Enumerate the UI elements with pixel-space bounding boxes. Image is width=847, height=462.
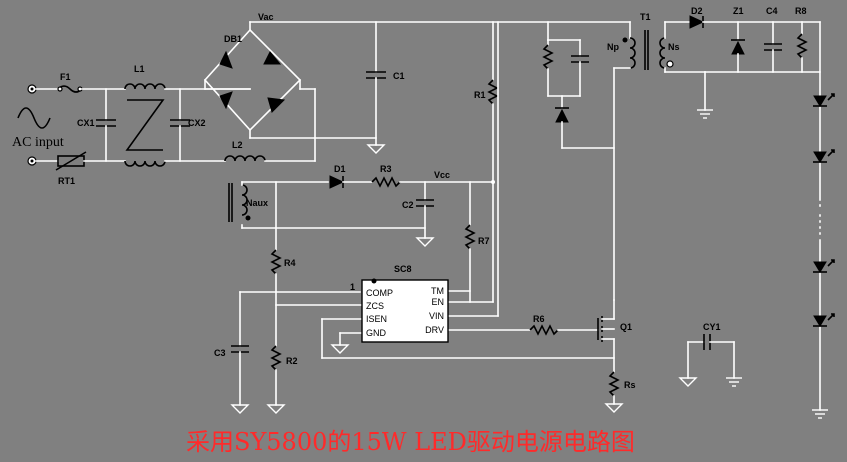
label-c1: C1 <box>393 71 405 81</box>
diode-d2 <box>689 15 705 29</box>
ic-pin-comp: COMP <box>366 288 393 298</box>
mosfet-q1 <box>597 299 624 413</box>
capacitor-c1 <box>366 21 386 154</box>
label-d2: D2 <box>691 6 703 16</box>
label-r8: R8 <box>795 6 807 16</box>
resistor-rs <box>608 371 620 397</box>
label-r2: R2 <box>286 356 298 366</box>
label-l2: L2 <box>232 140 243 150</box>
transformer-t1 <box>613 21 706 301</box>
zener-z1 <box>731 40 745 55</box>
label-sc8: SC8 <box>394 264 412 274</box>
diagram-caption: 采用SY5800的15W LED驱动电源电路图 <box>186 428 635 456</box>
ic-pin-vin: VIN <box>429 311 444 321</box>
label-r7: R7 <box>478 236 490 246</box>
aux-supply <box>228 21 615 414</box>
label-l1: L1 <box>134 64 145 74</box>
label-d1: D1 <box>334 164 346 174</box>
bridge-rectifier-db1 <box>203 21 631 139</box>
label-cx1: CX1 <box>77 118 95 128</box>
label-z1: Z1 <box>733 6 744 16</box>
label-rt1: RT1 <box>58 176 75 186</box>
label-c2: C2 <box>402 200 414 210</box>
snubber-network <box>542 21 615 149</box>
label-r3: R3 <box>380 164 392 174</box>
output-section <box>689 15 835 419</box>
ac-input-section <box>17 83 316 171</box>
ic-pin-gnd: GND <box>366 328 387 338</box>
label-c4: C4 <box>766 6 778 16</box>
led-string <box>813 93 835 327</box>
label-ac-input: AC input <box>12 135 64 150</box>
resistor-r6 <box>529 324 559 336</box>
label-ns: Ns <box>668 42 680 52</box>
inductor-l2 <box>224 155 266 162</box>
ground-symbol <box>366 144 386 154</box>
ic-pin-tm: TM <box>431 286 444 296</box>
label-r6: R6 <box>533 314 545 324</box>
ic-pin-zcs: ZCS <box>366 301 384 311</box>
label-f1: F1 <box>60 72 71 82</box>
label-db1: DB1 <box>224 34 242 44</box>
label-r1: R1 <box>474 90 486 100</box>
label-c3: C3 <box>214 348 226 358</box>
inductor-l1-bottom <box>124 160 166 167</box>
resistor-r3 <box>371 176 401 188</box>
label-pin1: 1 <box>350 282 355 292</box>
label-rs: Rs <box>624 380 636 390</box>
label-t1: T1 <box>640 12 651 22</box>
ic-sc8 <box>361 278 449 343</box>
ic-pin-en: EN <box>431 297 444 307</box>
inductor-l1-top <box>124 83 166 90</box>
label-cx2: CX2 <box>188 118 206 128</box>
inductor-l1-core <box>125 99 165 151</box>
diode-d1 <box>329 175 345 189</box>
ac-sine-icon <box>17 107 51 129</box>
label-cy1: CY1 <box>703 322 721 332</box>
resistor-r1 <box>487 21 499 303</box>
ic-pin-drv: DRV <box>425 325 444 335</box>
label-vac: Vac <box>258 12 274 22</box>
label-vcc: Vcc <box>434 170 450 180</box>
label-r4: R4 <box>284 258 296 268</box>
label-np: Np <box>607 42 619 52</box>
fuse-f1 <box>57 85 83 93</box>
ic-pin-isen: ISEN <box>366 314 387 324</box>
capacitor-cy1 <box>678 334 742 387</box>
label-naux: Naux <box>246 198 268 208</box>
label-q1: Q1 <box>620 322 632 332</box>
